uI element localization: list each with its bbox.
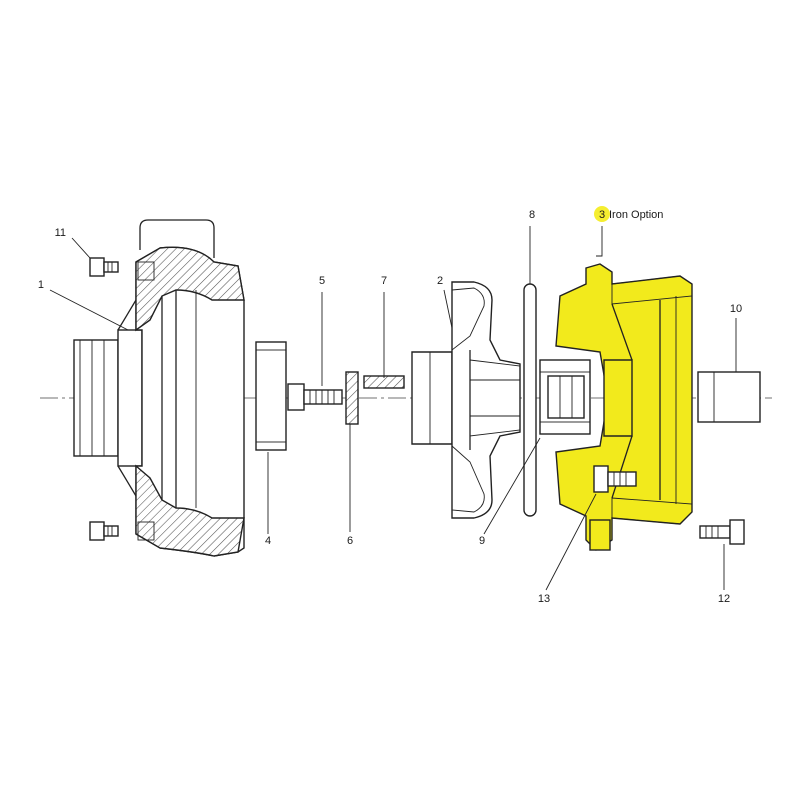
part-4-wear-ring [255, 341, 287, 451]
part-2-impeller [411, 281, 521, 519]
callout-4: 4 [265, 535, 271, 547]
callout-1: 1 [38, 279, 44, 291]
highlight-marker [594, 206, 610, 222]
callout-12: 12 [718, 593, 730, 605]
callout-8: 8 [529, 209, 535, 221]
part-8-o-ring [523, 283, 537, 517]
part-11-bolts [89, 257, 119, 541]
callout-13: 13 [538, 593, 550, 605]
callout-3: 3 [599, 209, 605, 221]
part-1-volute-casing [73, 219, 245, 557]
callout-6: 6 [347, 535, 353, 547]
part-13-stud [593, 465, 637, 493]
callout-7: 7 [381, 275, 387, 287]
callout-5: 5 [319, 275, 325, 287]
callout-3-iron-option-text: Iron Option [609, 209, 663, 221]
callout-11: 11 [55, 227, 66, 239]
callout-2: 2 [437, 275, 443, 287]
leader-lines [49, 226, 737, 591]
part-12-bolt [699, 519, 745, 545]
callout-9: 9 [479, 535, 485, 547]
part-10-shaft-sleeve [697, 371, 761, 423]
part-3-adapter-iron-option [555, 263, 693, 551]
part-9-mechanical-seal [539, 359, 591, 435]
part-6-washer [345, 371, 359, 425]
part-5-impeller-bolt [287, 383, 343, 411]
callout-10: 10 [730, 303, 742, 315]
